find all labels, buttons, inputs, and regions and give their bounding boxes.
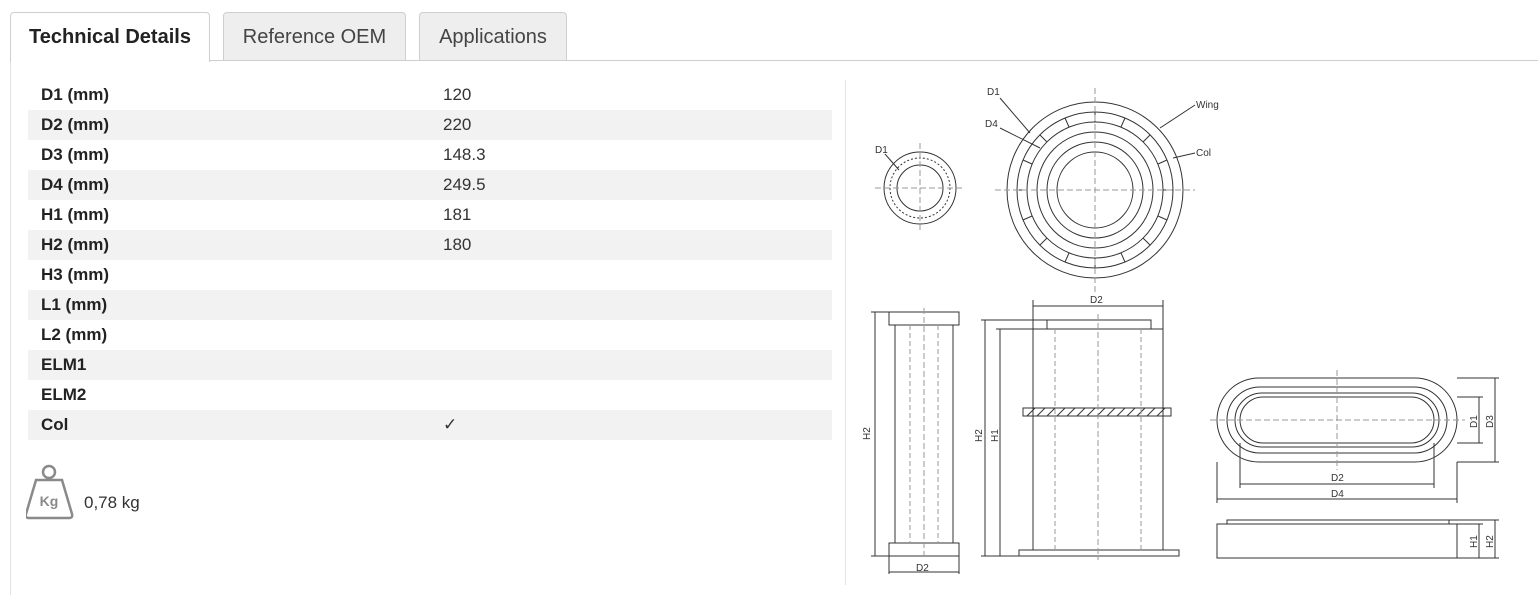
table-row: D3 (mm) 148.3 bbox=[28, 140, 832, 170]
drawing-cylinder: D2 H2 H1 bbox=[974, 295, 1180, 560]
spec-label: D4 (mm) bbox=[41, 175, 110, 194]
weight-icon-text: Kg bbox=[40, 493, 59, 509]
table-row: D2 (mm) 220 bbox=[28, 110, 832, 140]
label-d3-oval: D3 bbox=[1485, 415, 1496, 428]
label-d1-oval: D1 bbox=[1469, 415, 1480, 428]
spec-label: L2 (mm) bbox=[41, 325, 108, 344]
label-d2-tube: D2 bbox=[916, 563, 929, 574]
check-mark: ✓ bbox=[443, 415, 458, 434]
label-h2-cyl: H2 bbox=[974, 429, 985, 442]
tab-divider bbox=[10, 60, 1538, 61]
label-d4-oval: D4 bbox=[1331, 489, 1344, 500]
spec-value: 180 bbox=[443, 235, 472, 254]
technical-drawing: D1 D1 D4 Wing Col bbox=[862, 87, 1499, 574]
drawing-large-ring: D1 D4 Wing Col bbox=[985, 87, 1219, 292]
table-row: D4 (mm) 249.5 bbox=[28, 170, 832, 200]
drawing-small-ring: D1 bbox=[875, 143, 965, 233]
weight-kg-icon: Kg bbox=[26, 464, 74, 520]
table-row: L1 (mm) bbox=[28, 290, 832, 320]
spec-label: D2 (mm) bbox=[41, 115, 110, 134]
spec-value: 181 bbox=[443, 205, 472, 224]
table-row: L2 (mm) bbox=[28, 320, 832, 350]
spec-label: Col bbox=[41, 415, 69, 434]
spec-value: 249.5 bbox=[443, 175, 486, 194]
spec-label: D3 (mm) bbox=[41, 145, 110, 164]
panel-divider bbox=[845, 80, 846, 585]
label-h1-flat: H1 bbox=[1469, 535, 1480, 548]
weight-value: 0,78 kg bbox=[84, 493, 140, 512]
table-row: H2 (mm) 180 bbox=[28, 230, 832, 260]
tab-reference-oem[interactable]: Reference OEM bbox=[223, 12, 406, 61]
table-row: D1 (mm) 120 bbox=[28, 80, 832, 110]
panel-border bbox=[10, 60, 11, 595]
spec-table: D1 (mm) 120 D2 (mm) 220 D3 (mm) 148.3 D4 (m… bbox=[28, 80, 832, 440]
spec-label: D1 (mm) bbox=[41, 85, 110, 104]
drawing-flat-side: H1 H2 bbox=[1216, 519, 1499, 559]
label-d2-oval: D2 bbox=[1331, 473, 1344, 484]
spec-value: 120 bbox=[443, 85, 472, 104]
weight-info: Kg 0,78 kg bbox=[26, 462, 140, 520]
label-d1: D1 bbox=[875, 145, 888, 156]
spec-label: H1 (mm) bbox=[41, 205, 110, 224]
label-wing: Wing bbox=[1196, 100, 1219, 111]
table-row: H3 (mm) bbox=[28, 260, 832, 290]
drawing-narrow-tube: H2 D2 bbox=[862, 308, 960, 574]
spec-label: L1 (mm) bbox=[41, 295, 108, 314]
label-h2-tube: H2 bbox=[862, 427, 873, 440]
tab-applications[interactable]: Applications bbox=[419, 12, 567, 61]
tab-technical-details[interactable]: Technical Details bbox=[10, 12, 210, 62]
label-d2-cyl: D2 bbox=[1090, 295, 1103, 306]
table-row: ELM2 bbox=[28, 380, 832, 410]
spec-value: 148.3 bbox=[443, 145, 486, 164]
table-row: ELM1 bbox=[28, 350, 832, 380]
label-h1-cyl: H1 bbox=[990, 429, 1001, 442]
spec-label: H2 (mm) bbox=[41, 235, 110, 254]
label-col: Col bbox=[1196, 148, 1211, 159]
label-d4-large: D4 bbox=[985, 119, 998, 130]
drawing-oval: D2 D4 D1 D3 bbox=[1210, 370, 1499, 503]
table-row: Col ✓ bbox=[28, 410, 832, 440]
spec-label: ELM2 bbox=[41, 385, 87, 404]
spec-label: H3 (mm) bbox=[41, 265, 110, 284]
spec-value: 220 bbox=[443, 115, 472, 134]
label-d1-large: D1 bbox=[987, 87, 1000, 98]
spec-label: ELM1 bbox=[41, 355, 87, 374]
label-h2-flat: H2 bbox=[1485, 535, 1496, 548]
table-row: H1 (mm) 181 bbox=[28, 200, 832, 230]
